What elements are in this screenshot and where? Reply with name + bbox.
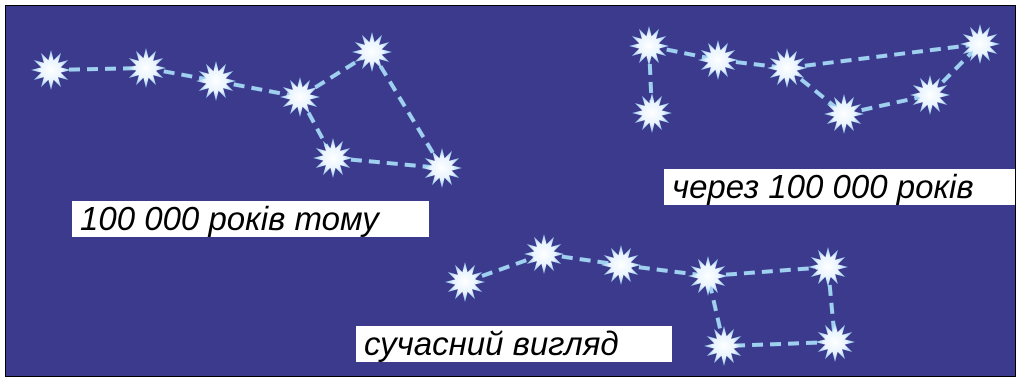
present-connector-line <box>620 263 709 278</box>
caption-100000-years-ago: 100 000 років тому <box>72 201 429 237</box>
past-star-icon <box>352 32 392 72</box>
past-star-icon <box>196 61 236 101</box>
present-star-icon <box>704 326 744 366</box>
present-star-icon <box>601 245 641 285</box>
future-star-icon <box>632 93 672 133</box>
past-connector-line <box>215 79 301 99</box>
present-star-icon <box>815 322 855 362</box>
future-star-icon <box>960 24 1000 64</box>
past-connector-line <box>332 156 443 170</box>
present-connector-line <box>706 275 726 347</box>
past-star-icon <box>31 50 71 90</box>
present-connector-line <box>464 252 545 284</box>
past-star-icon <box>280 77 320 117</box>
present-connector-line <box>543 252 622 267</box>
caption-in-100000-years: через 100 000 років <box>664 169 1015 205</box>
past-connector-line <box>370 50 444 170</box>
caption-present-view: сучасний вигляд <box>356 326 672 362</box>
past-star-icon <box>126 48 166 88</box>
past-connector-line <box>145 66 217 83</box>
present-connector-line <box>723 340 836 348</box>
present-connector-line <box>707 265 829 278</box>
past-connector-line <box>298 50 374 99</box>
present-star-icon <box>808 247 848 287</box>
future-connector-line <box>928 42 982 97</box>
diagram-frame: 100 000 років тому через 100 000 років с… <box>5 5 1016 377</box>
future-star-icon <box>698 40 738 80</box>
future-star-icon <box>629 26 669 66</box>
future-connector-line <box>843 93 931 116</box>
constellation-stars <box>31 24 1000 366</box>
present-star-icon <box>688 256 728 296</box>
future-star-icon <box>910 75 950 115</box>
future-star-icon <box>767 48 807 88</box>
present-star-icon <box>524 234 564 274</box>
present-star-icon <box>445 262 485 302</box>
past-star-icon <box>313 138 353 178</box>
past-star-icon <box>422 148 462 188</box>
future-connector-line <box>786 42 981 70</box>
future-star-icon <box>824 94 864 134</box>
star-map <box>31 24 1000 366</box>
future-connector-line <box>648 44 719 62</box>
